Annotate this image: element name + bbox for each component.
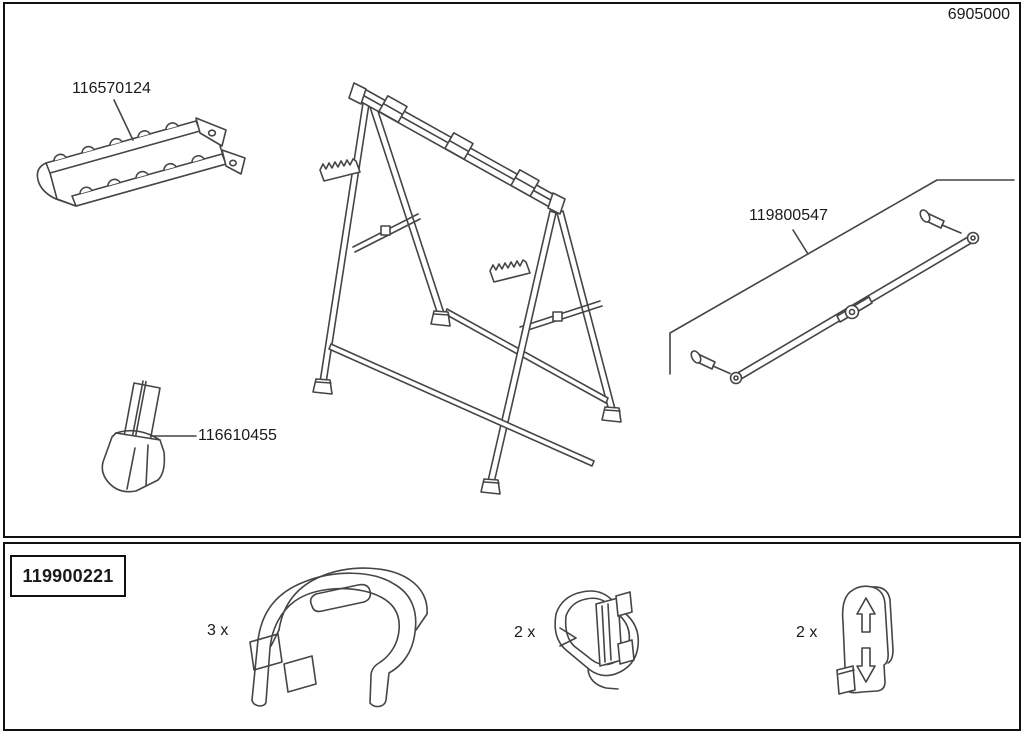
kit-code-box: 119900221	[10, 555, 126, 597]
detail-bracket-lines	[670, 180, 1014, 374]
leader-line-rail	[114, 100, 133, 140]
leader-line-strut	[793, 230, 808, 254]
qty-saddle-clamp: 3 x	[207, 622, 229, 639]
qty-oval-cap: 2 x	[514, 624, 536, 641]
part-label-rail: 116570124	[72, 80, 151, 97]
up-arrow-icon	[857, 598, 875, 632]
part-label-strut: 119800547	[749, 207, 828, 224]
down-arrow-icon	[857, 648, 875, 682]
document-code: 6905000	[947, 6, 1010, 23]
main-diagram-frame	[3, 2, 1021, 538]
arrow-plate-drawing	[837, 586, 893, 694]
sawhorse-drawing	[313, 83, 621, 494]
kit-section-frame	[3, 542, 1021, 731]
folding-strut-drawing	[689, 208, 978, 383]
kit-code: 119900221	[22, 565, 114, 586]
qty-arrow-plate: 2 x	[796, 624, 818, 641]
part-label-foot-cap: 116610455	[198, 427, 277, 444]
oval-cap-drawing	[555, 591, 638, 689]
serrated-rail-drawing	[37, 118, 245, 206]
saddle-clamp-drawing	[250, 568, 427, 706]
foot-cap-drawing	[102, 381, 164, 492]
